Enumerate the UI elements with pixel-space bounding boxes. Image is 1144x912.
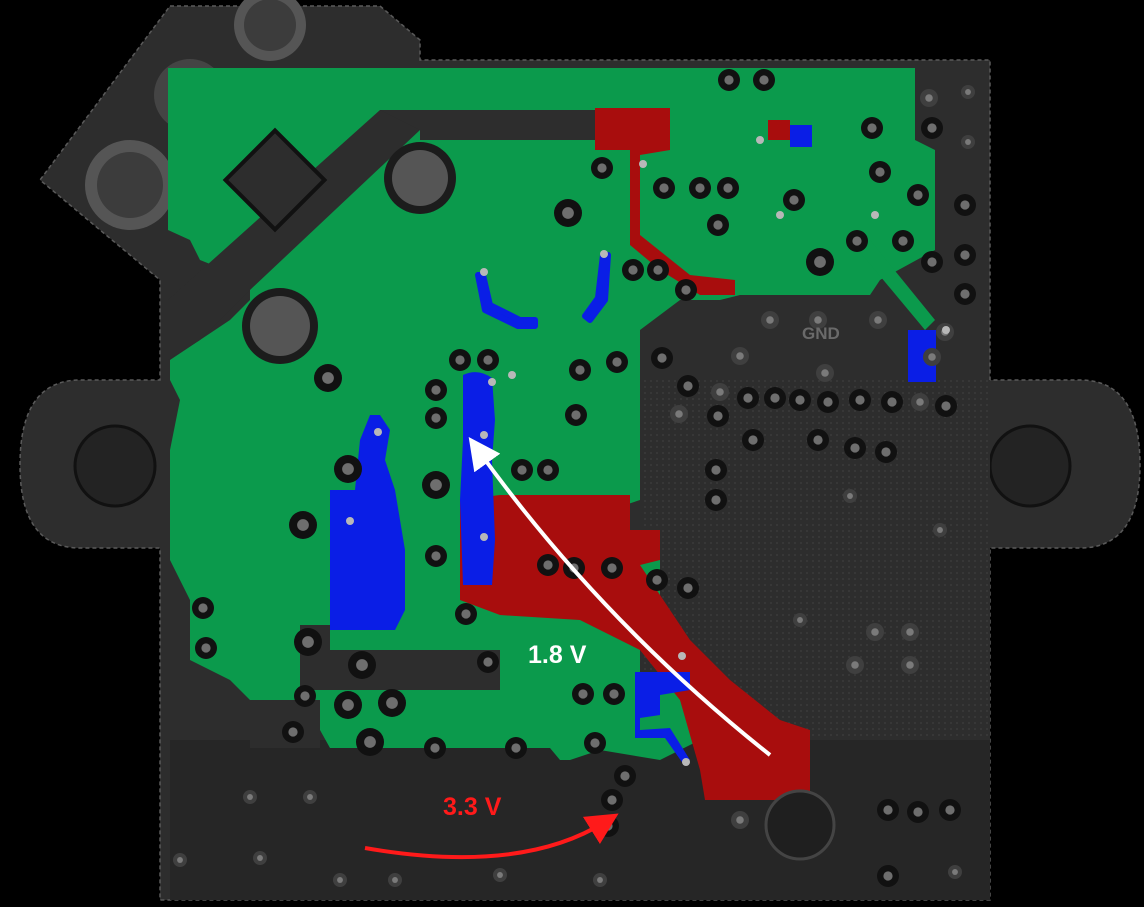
- rail-1v8-copper: [330, 125, 936, 765]
- arrow-icon-1v8-flow: [468, 437, 772, 757]
- silk-gnd-label: GND: [802, 324, 840, 343]
- label-1v8: 1.8 V: [528, 641, 587, 669]
- arrow-icon-3v3-flow: [364, 813, 619, 860]
- label-3v3: 3.3 V: [443, 793, 502, 821]
- vias-and-pads: [173, 69, 976, 887]
- flow-annotations: 1.8 V 3.3 V: [364, 437, 772, 860]
- silkscreen-layer: GND: [764, 324, 840, 861]
